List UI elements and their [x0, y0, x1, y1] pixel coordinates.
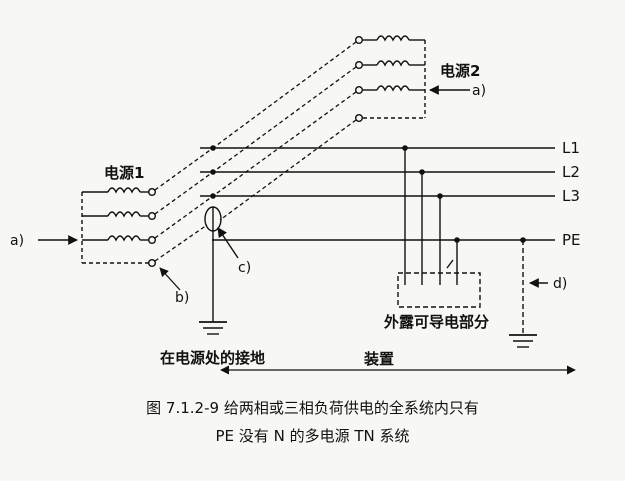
marker-d: d) — [553, 276, 567, 292]
caption-line1: 图 7.1.2-9 给两相或三相负荷供电的全系统内只有 — [146, 399, 479, 417]
busbars — [200, 147, 555, 241]
exposed-part-label: 外露可导电部分 — [383, 313, 489, 331]
marker-a-source2: a) — [472, 83, 486, 99]
l3-label: L3 — [562, 187, 580, 205]
source1-links — [154, 147, 214, 262]
source1 — [38, 187, 156, 268]
source-earthing — [199, 206, 239, 335]
l1-label: L1 — [562, 139, 580, 157]
source2-label: 电源2 — [440, 62, 480, 80]
additional-earthing — [509, 240, 548, 348]
marker-a-source1: a) — [10, 233, 24, 249]
earthing-label: 在电源处的接地 — [160, 349, 265, 367]
installation-label: 装置 — [363, 350, 394, 368]
load — [397, 148, 481, 308]
marker-c: c) — [238, 260, 251, 276]
l2-label: L2 — [562, 163, 580, 181]
marker-b: b) — [175, 290, 189, 306]
pe-label: PE — [562, 231, 581, 249]
source1-label: 电源1 — [104, 164, 144, 182]
caption-line2: PE 没有 N 的多电源 TN 系统 — [215, 427, 410, 445]
source2-links — [212, 41, 357, 221]
source2 — [355, 35, 470, 122]
